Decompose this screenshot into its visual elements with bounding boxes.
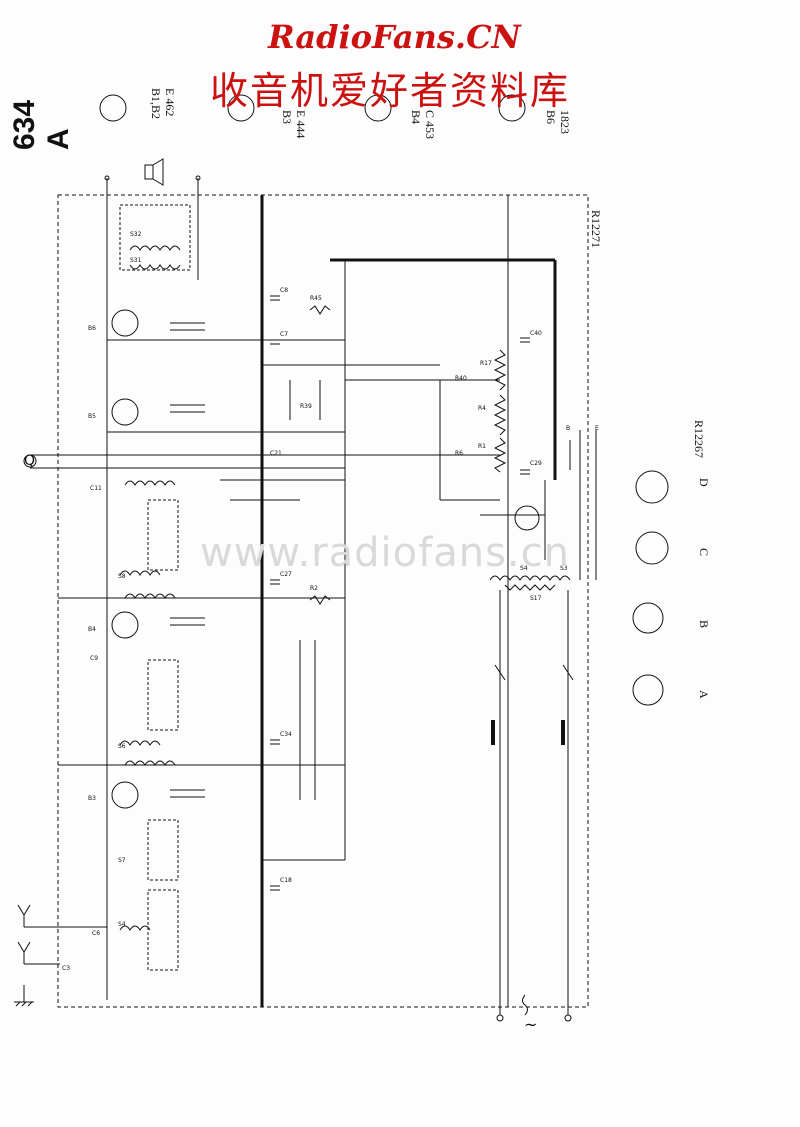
pinout-b3-label: B3 [280, 110, 294, 124]
svg-text:S6: S6 [118, 743, 126, 750]
pinout-b6-type: 1823 [558, 110, 572, 134]
svg-text:C3: C3 [62, 965, 70, 972]
svg-text:R1: R1 [478, 443, 486, 450]
svg-text:B6: B6 [88, 325, 96, 332]
svg-text:S3: S3 [560, 565, 568, 572]
svg-text:B3: B3 [88, 795, 96, 802]
pinout-b3-type: E 444 [294, 110, 308, 138]
tube-output [111, 309, 139, 337]
svg-text:S8: S8 [118, 573, 126, 580]
svg-text:S32: S32 [130, 231, 142, 238]
pinout-b1b2-label: B1,B2 [149, 88, 163, 119]
drawing-ref-top: R12271 [589, 210, 603, 248]
svg-text:R39: R39 [300, 403, 312, 410]
svg-text:S4: S4 [118, 921, 126, 928]
svg-text:B4: B4 [88, 626, 96, 633]
svg-text:C40: C40 [530, 330, 542, 337]
switch-view-b: B [697, 620, 711, 628]
svg-text:B5: B5 [88, 413, 96, 420]
chassis-outline [57, 194, 589, 1008]
svg-text:R45: R45 [310, 295, 322, 302]
switch-view-c: C [697, 548, 711, 556]
svg-text:S31: S31 [130, 257, 142, 264]
pickup-terminal-label: Q [24, 453, 35, 469]
svg-text:C6: C6 [92, 930, 100, 937]
tube-audio [111, 398, 139, 426]
watermark-title: RadioFans.CN [268, 18, 521, 56]
svg-text:R2: R2 [310, 585, 318, 592]
svg-text:C29: C29 [530, 460, 542, 467]
svg-text:C7: C7 [280, 331, 288, 338]
svg-text:C18: C18 [280, 877, 292, 884]
svg-text:R17: R17 [480, 360, 492, 367]
svg-text:S4: S4 [520, 565, 528, 572]
watermark-subtitle: 收音机爱好者资料库 [210, 69, 571, 113]
svg-text:R40: R40 [455, 375, 467, 382]
switch-view-a: A [697, 690, 711, 699]
svg-text:B: B [566, 425, 570, 432]
svg-text:E: E [595, 425, 599, 432]
switch-view-d: D [697, 478, 711, 487]
svg-text:R4: R4 [478, 405, 486, 412]
svg-text:R6: R6 [455, 450, 463, 457]
tube-if [111, 611, 139, 639]
svg-text:C34: C34 [280, 731, 292, 738]
svg-text:C8: C8 [280, 287, 288, 294]
watermark-center: www.radiofans.cn [200, 530, 570, 576]
pinout-b6-label: B6 [544, 110, 558, 124]
svg-text:S7: S7 [118, 857, 126, 864]
rectifier-transistor [514, 505, 540, 531]
svg-text:S17: S17 [530, 595, 542, 602]
svg-text:C9: C9 [90, 655, 98, 662]
svg-text:C11: C11 [90, 485, 102, 492]
svg-text:C27: C27 [280, 571, 292, 578]
mains-terminal-label: ~ [524, 1015, 537, 1034]
pinout-b4-type: C 453 [423, 110, 437, 139]
pinout-b1b2-type: E 462 [163, 88, 177, 116]
tube-converter [111, 781, 139, 809]
model-number: 634 A [8, 99, 75, 150]
svg-text:C21: C21 [270, 450, 282, 457]
pinout-b4-label: B4 [409, 110, 423, 124]
drawing-ref-right: R12267 [692, 420, 706, 458]
